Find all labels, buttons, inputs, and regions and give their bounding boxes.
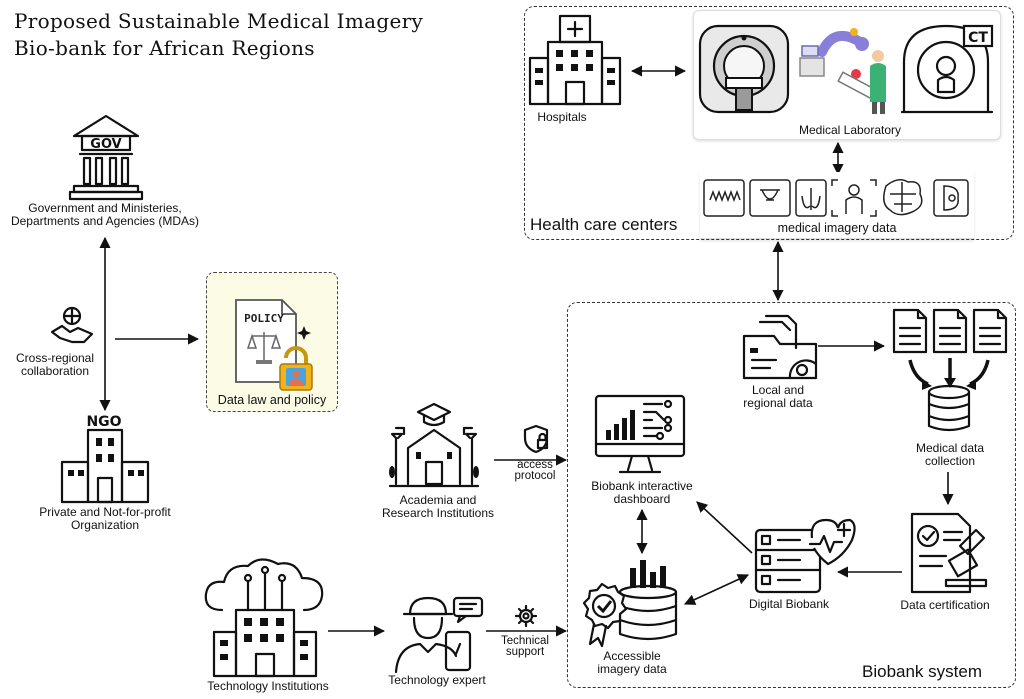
biobank-system-panel	[567, 302, 1016, 688]
imagery-thumbnails-icon	[703, 179, 969, 217]
ngo-label-line-2: Organization	[70, 518, 140, 532]
policy-document-icon: POLICY	[235, 299, 313, 391]
ct-icon-text: CT	[968, 30, 988, 46]
local-label-line-2: regional data	[743, 396, 813, 410]
medical-imagery-label: medical imagery data	[777, 221, 897, 235]
access-protocol-label: access protocol	[505, 459, 565, 482]
academia-label-line-2: Research Institutions	[381, 506, 495, 520]
mri-scanner-icon	[698, 24, 790, 114]
government-building-icon: GOV	[68, 114, 144, 201]
tech-expert-icon	[394, 596, 484, 674]
tech-institutions-label: Technology Institutions	[207, 679, 329, 693]
ct-scanner-icon: CT	[900, 24, 994, 114]
gov-icon-text: GOV	[90, 137, 121, 152]
digital-biobank-icon	[754, 518, 856, 594]
accessible-imagery-label: Accessible imagery data	[574, 650, 690, 676]
certificate-icon	[910, 512, 988, 594]
ngo-label-line-1: Private and Not-for-profit	[39, 505, 171, 519]
digital-biobank-label: Digital Biobank	[748, 597, 830, 611]
title-line-2: Bio-bank for African Regions	[14, 36, 315, 60]
accessible-label-line-2: imagery data	[597, 662, 667, 676]
dashboard-label-line-2: dashboard	[613, 492, 671, 506]
academia-building-icon	[388, 402, 480, 488]
policy-icon-text: POLICY	[244, 312, 284, 325]
gov-label: Government and Ministeries, Departments …	[5, 202, 205, 228]
data-certification-label: Data certification	[900, 598, 990, 612]
health-care-centers-panel	[524, 6, 1014, 240]
dashboard-icon	[594, 394, 686, 474]
diagram-title: Proposed Sustainable Medical Imagery Bio…	[14, 8, 423, 62]
handshake-icon	[50, 306, 94, 344]
hospital-icon	[528, 14, 622, 106]
accessible-label-line-1: Accessible	[603, 649, 661, 663]
cross-label-line-2: collaboration	[20, 364, 90, 378]
dashboard-label: Biobank interactive dashboard	[572, 480, 712, 506]
support-label-line-2: support	[505, 646, 545, 658]
arrow-digital-dashboard	[696, 501, 753, 554]
shield-lock-icon	[523, 424, 549, 454]
data-collection-icon	[892, 308, 1008, 432]
local-regional-label: Local and regional data	[724, 384, 832, 410]
support-label-line-1: Technical	[501, 635, 549, 647]
gov-label-line-2: Departments and Agencies (MDAs)	[10, 214, 200, 228]
academia-label-line-1: Academia and	[399, 493, 477, 507]
local-label-line-1: Local and	[751, 383, 805, 397]
dashboard-label-line-1: Biobank interactive	[591, 479, 693, 493]
collection-label-line-1: Medical data	[915, 441, 985, 455]
ngo-label: Private and Not-for-profit Organization	[10, 506, 200, 532]
arrow-digital-accessible	[683, 574, 750, 605]
medical-data-collection-label: Medical data collection	[896, 442, 1004, 468]
tech-expert-label: Technology expert	[388, 673, 486, 687]
title-line-1: Proposed Sustainable Medical Imagery	[14, 9, 424, 33]
health-care-centers-label: Health care centers	[530, 215, 678, 234]
technical-support-label: Technical support	[492, 635, 558, 658]
imagery-strip-box	[700, 172, 974, 239]
ngo-building-icon: NGO	[60, 414, 150, 504]
tech-institution-icon	[204, 558, 324, 678]
academia-label: Academia and Research Institutions	[364, 494, 512, 520]
policy-label: Data law and policy	[217, 393, 327, 407]
accessible-imagery-icon	[582, 560, 678, 648]
hospitals-label: Hospitals	[537, 110, 587, 124]
access-label-line-1: access	[517, 459, 553, 471]
gov-label-line-1: Government and Ministeries,	[28, 201, 182, 215]
ngo-icon-text: NGO	[86, 414, 121, 430]
biobank-system-label: Biobank system	[862, 662, 982, 681]
local-data-icon	[742, 314, 818, 380]
cross-label-line-1: Cross-regional	[15, 351, 95, 365]
lab-technician-icon	[799, 28, 886, 114]
collection-label-line-2: collection	[924, 454, 976, 468]
cross-regional-label: Cross-regional collaboration	[0, 352, 110, 378]
gear-support-icon	[514, 604, 538, 628]
access-label-line-2: protocol	[514, 470, 556, 482]
medical-lab-label: Medical Laboratory	[798, 123, 902, 137]
